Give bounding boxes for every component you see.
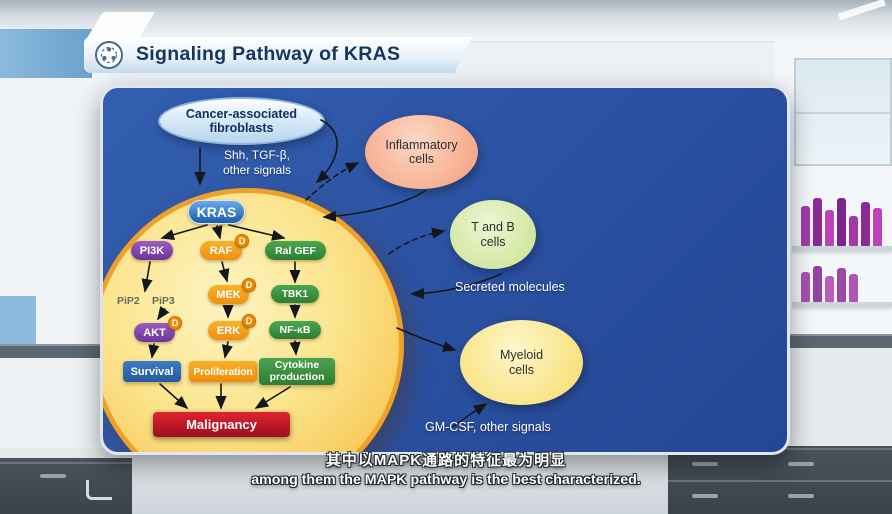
node-cytokine-production: Cytokine production [259,358,335,385]
pathway-panel: Cancer-associated fibroblasts Inflammato… [100,85,790,455]
node-akt: AKT D [134,316,182,342]
node-malignancy: Malignancy [153,412,290,437]
lab-cabinet-right [775,348,892,452]
drug-badge: D [242,314,256,328]
reagent-tube [801,272,810,302]
node-myeloid-label: Myeloid cells [499,348,544,377]
reagent-tube [825,210,834,246]
node-cytokine-label: Cytokine production [269,358,325,383]
node-akt-label: AKT [143,326,166,339]
node-t-and-b-cells: T and B cells [450,200,536,269]
reagent-tube [873,208,882,246]
subtitle-chinese: 其中以MAPK通路的特征最为明显 [325,452,567,469]
node-nfkb: NF-κB [269,321,321,339]
node-kras: KRAS [188,200,245,224]
node-pip2: PiP2 [117,295,140,307]
drawer-handle [692,462,718,466]
drawer-handle [40,474,66,478]
lab-glass-cabinet-shelf [796,112,890,114]
subtitle-english: among them the MAPK pathway is the best … [251,472,641,488]
node-survival: Survival [123,361,181,382]
label-gmcsf-signals: GM-CSF, other signals [425,420,551,434]
drug-badge: D [235,234,249,248]
lab-reagent-tubes-row2 [797,258,892,302]
node-mek: MEK D [208,278,256,304]
reagent-tube [813,266,822,302]
node-erk: ERK D [208,314,256,340]
subtitle: 其中以MAPK通路的特征最为明显 among them the MAPK pat… [0,449,892,488]
reagent-tube [849,274,858,302]
reagent-tube [861,202,870,246]
drawer [0,462,132,488]
reagent-tube [837,198,846,246]
frame-corner-accent-bottom-left [86,480,112,500]
lab-cabinet-left [0,358,106,458]
label-upstream-signals: Shh, TGF-β, other signals [222,148,292,177]
title-banner: Signaling Pathway of KRAS [84,37,472,73]
drawer-handle [788,494,814,498]
lab-blue-glass-top [0,29,92,78]
node-pip3: PiP3 [152,295,175,307]
node-inflammatory-label: Inflammatory cells [385,137,458,166]
node-inflammatory-cells: Inflammatory cells [365,115,478,189]
reagent-tube [813,198,822,246]
reagent-tube [849,216,858,246]
lab-drawers-left [0,458,132,514]
drug-badge: D [242,278,256,292]
node-mek-label: MEK [216,288,241,301]
drawer [668,480,892,514]
page-title: Signaling Pathway of KRAS [136,43,401,65]
node-ralgef: Ral GEF [265,241,326,260]
logo-icon [95,41,123,69]
node-erk-label: ERK [216,324,241,337]
node-tbk1: TBK1 [271,285,319,303]
drawer-handle [788,462,814,466]
node-raf-label: RAF [209,244,233,257]
lab-shelf-board [792,302,892,307]
lab-counter-left [0,344,106,358]
node-raf: RAF D [200,234,249,260]
node-fibroblasts: Cancer-associated fibroblasts [158,97,325,145]
node-myeloid-cells: Myeloid cells [460,320,583,405]
reagent-tube [801,206,810,246]
node-pi3k: PI3K [131,241,173,260]
node-fibroblasts-label: Cancer-associated fibroblasts [185,106,298,135]
drawer-handle [692,494,718,498]
drug-badge: D [168,316,182,330]
node-t-and-b-label: T and B cells [471,220,515,249]
lab-shelf-board [792,246,892,251]
lab-reagent-tubes-row1 [797,190,892,246]
reagent-tube [837,268,846,302]
node-proliferation: Proliferation [189,361,257,382]
reagent-tube [825,276,834,302]
lab-counter-right [775,334,892,348]
label-secreted-molecules: Secreted molecules [455,280,565,294]
